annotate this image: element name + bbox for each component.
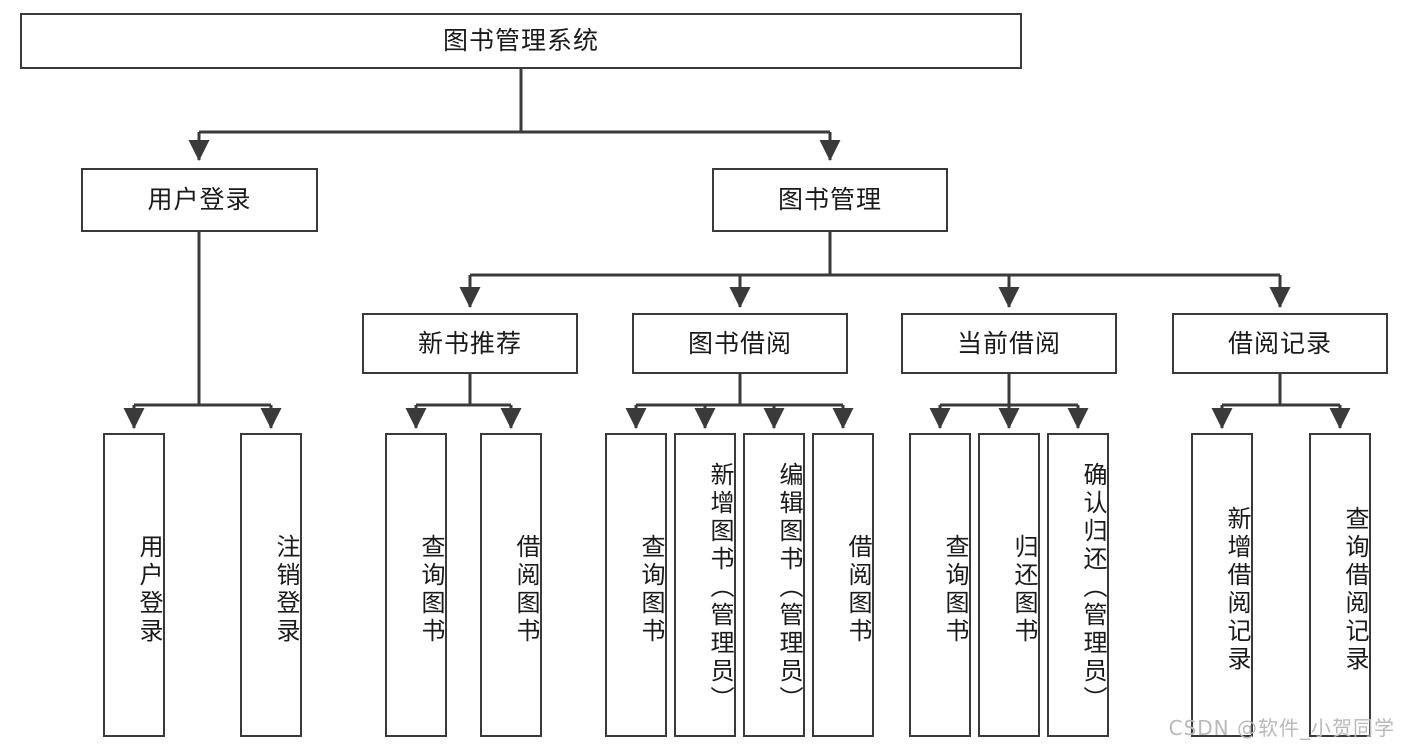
leaf-borrow-record-add[interactable]: 新增借阅记录 xyxy=(1191,433,1253,737)
leaf-current-borrow-return[interactable]: 归还图书 xyxy=(978,433,1040,737)
node-label: 新增借阅记录 xyxy=(1223,506,1251,674)
leaf-current-borrow-confirm-admin[interactable]: 确认归还（管理员） xyxy=(1047,433,1109,737)
leaf-user-login-signout[interactable]: 注销登录 xyxy=(240,433,302,737)
node-user-login[interactable]: 用户登录 xyxy=(81,168,318,232)
leaf-book-borrow-borrow[interactable]: 借阅图书 xyxy=(812,433,874,737)
node-label: 当前借阅 xyxy=(956,328,1061,358)
node-label: 查询借阅记录 xyxy=(1341,506,1369,674)
node-label: 新增图书（管理员） xyxy=(706,462,734,714)
node-label: 图书管理 xyxy=(777,185,882,215)
node-new-book-recommend[interactable]: 新书推荐 xyxy=(362,313,578,374)
node-label: 图书借阅 xyxy=(687,328,792,358)
node-label: 查询图书 xyxy=(637,534,665,646)
leaf-user-login-signin[interactable]: 用户登录 xyxy=(103,433,165,737)
node-label: 新书推荐 xyxy=(417,328,522,358)
leaf-book-borrow-add-admin[interactable]: 新增图书（管理员） xyxy=(674,433,736,737)
node-label: 查询图书 xyxy=(417,534,445,646)
leaf-new-book-borrow[interactable]: 借阅图书 xyxy=(480,433,542,737)
watermark-text: CSDN @软件_小贺同学 xyxy=(1168,716,1395,740)
leaf-new-book-query[interactable]: 查询图书 xyxy=(385,433,447,737)
node-label: 确认归还（管理员） xyxy=(1079,462,1107,714)
node-book-borrow[interactable]: 图书借阅 xyxy=(632,313,848,374)
node-label: 借阅记录 xyxy=(1227,328,1332,358)
node-label: 图书管理系统 xyxy=(442,26,599,56)
node-current-borrow[interactable]: 当前借阅 xyxy=(901,313,1117,374)
node-label: 用户登录 xyxy=(135,534,163,646)
node-label: 编辑图书（管理员） xyxy=(775,462,803,714)
leaf-borrow-record-query[interactable]: 查询借阅记录 xyxy=(1309,433,1371,737)
node-label: 借阅图书 xyxy=(844,534,872,646)
node-book-management[interactable]: 图书管理 xyxy=(712,168,948,232)
leaf-current-borrow-query[interactable]: 查询图书 xyxy=(909,433,971,737)
node-label: 归还图书 xyxy=(1010,534,1038,646)
leaf-book-borrow-query[interactable]: 查询图书 xyxy=(605,433,667,737)
node-label: 用户登录 xyxy=(147,185,252,215)
node-root-book-management-system[interactable]: 图书管理系统 xyxy=(20,13,1022,69)
node-label: 借阅图书 xyxy=(512,534,540,646)
node-label: 注销登录 xyxy=(272,534,300,646)
node-borrow-record[interactable]: 借阅记录 xyxy=(1172,313,1388,374)
node-label: 查询图书 xyxy=(941,534,969,646)
leaf-book-borrow-edit-admin[interactable]: 编辑图书（管理员） xyxy=(743,433,805,737)
